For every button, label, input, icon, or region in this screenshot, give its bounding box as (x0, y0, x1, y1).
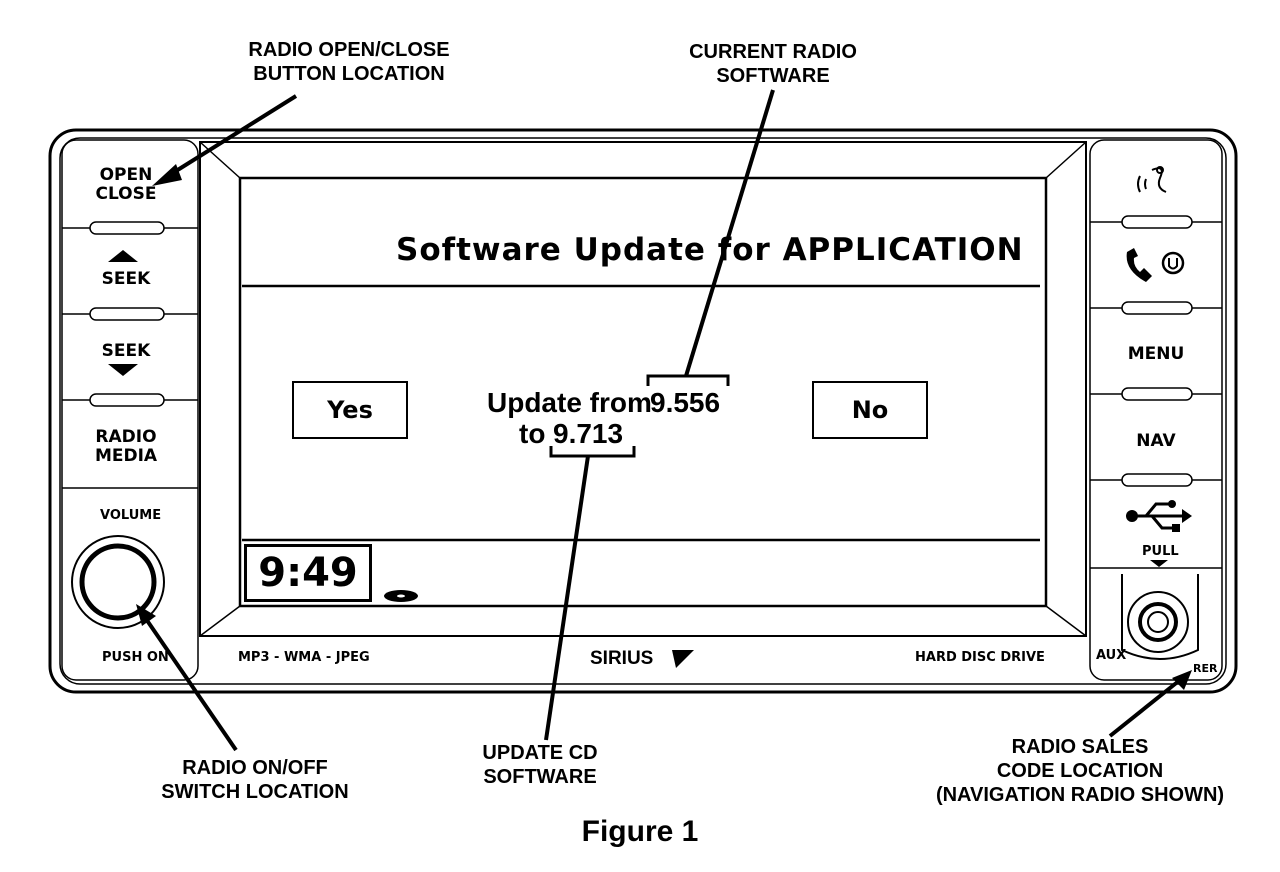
callout-sales-code: RADIO SALES CODE LOCATION (NAVIGATION RA… (935, 736, 1225, 806)
menu-button[interactable]: MENU (1127, 344, 1185, 364)
open-close-button[interactable]: OPEN CLOSE (95, 165, 157, 204)
hard-disc-drive-label: HARD DISC DRIVE (915, 650, 1045, 665)
nav-button[interactable]: NAV (1136, 431, 1176, 451)
radio-media-button[interactable]: RADIO MEDIA (94, 427, 158, 466)
callout-current-software: CURRENT RADIO SOFTWARE (689, 41, 857, 87)
phone-button[interactable] (1092, 232, 1220, 298)
phone-icon (1126, 248, 1185, 282)
seek-down-button[interactable]: SEEK (101, 341, 151, 361)
usb-icon (1126, 500, 1192, 567)
aux-jack[interactable] (1128, 592, 1188, 652)
yes-button[interactable]: Yes (292, 381, 408, 439)
screen-title: Software Update for APPLICATION (396, 232, 1024, 268)
seek-up-button[interactable]: SEEK (101, 269, 151, 289)
seek-down-arrow-icon (108, 364, 138, 376)
usb-port-cover[interactable] (1092, 490, 1220, 566)
voice-command-button[interactable] (1092, 146, 1220, 216)
pull-label: PULL (1142, 544, 1179, 559)
clock-display: 9:49 (244, 544, 372, 602)
callout-on-off: RADIO ON/OFF SWITCH LOCATION (161, 757, 349, 803)
update-from-label: Update from (487, 387, 652, 418)
formats-label: MP3 - WMA - JPEG (238, 650, 370, 665)
callout-update-cd: UPDATE CD SOFTWARE (482, 742, 598, 788)
to-label: to (519, 418, 546, 449)
new-version: 9.713 (553, 418, 624, 449)
volume-label: VOLUME (100, 508, 162, 523)
volume-knob[interactable] (72, 536, 164, 628)
current-version: 9.556 (650, 387, 721, 418)
aux-label: AUX (1096, 648, 1127, 663)
callout-open-close: RADIO OPEN/CLOSE BUTTON LOCATION (248, 39, 450, 85)
no-button[interactable]: No (812, 381, 928, 439)
rer-label: RER (1193, 662, 1218, 675)
figure-caption: Figure 1 (581, 815, 699, 848)
seek-up-arrow-icon (108, 250, 138, 262)
voice-command-icon (1137, 166, 1167, 193)
sirius-logo: SIRIUS (590, 648, 654, 669)
push-on-label: PUSH ON (102, 650, 169, 665)
